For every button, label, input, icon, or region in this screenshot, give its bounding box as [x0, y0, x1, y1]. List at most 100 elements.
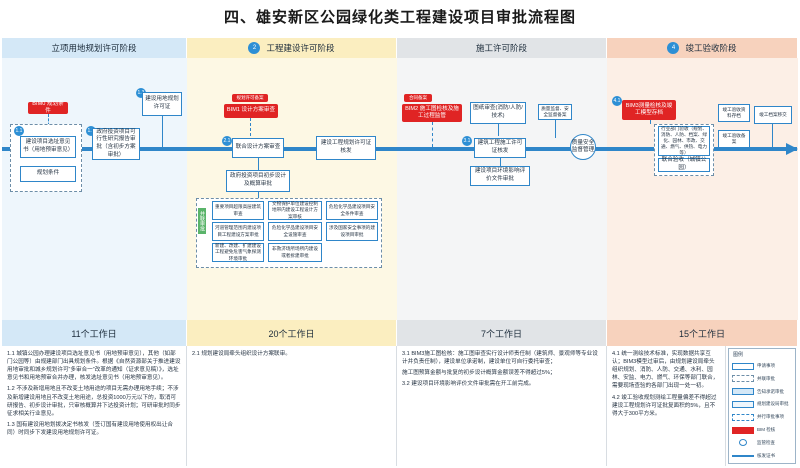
construction-permit-box[interactable]: 建筑工程施工许可证核发: [474, 138, 526, 158]
parallel-approval-item[interactable]: 新建、改建、扩建建设工程避免危害气象探测环境审批: [212, 243, 264, 262]
contract-filing-tag: 合同备案: [404, 94, 432, 102]
stage-header-3: 施工许可阶段: [397, 38, 607, 58]
connector-line: [48, 114, 49, 130]
preliminary-design-budget-box[interactable]: 政府投资项目初步设计及概算审批: [226, 170, 290, 192]
legend-label: 监管检查: [757, 439, 775, 445]
step-badge-1-2: 1.2: [86, 126, 96, 136]
legend: 图例 申请事项并联审批告知承诺审批规划建设局审批并行审批事项 BIM 检核监管检查…: [728, 348, 796, 464]
bim1-design-review[interactable]: BIM1 设计方案审查: [224, 104, 278, 118]
legend-item: 规划建设局审批: [732, 399, 796, 409]
legend-symbol-icon: [739, 439, 747, 447]
legend-label: 并行审批事项: [757, 414, 784, 420]
land-use-permit-box[interactable]: 建设用地规划许可证: [142, 92, 182, 116]
legend-symbol-icon: [732, 388, 754, 396]
completion-archive-box[interactable]: 竣工验收资料存档: [718, 104, 750, 122]
quality-safety-supervision-circle[interactable]: 质量安全监督管理: [570, 134, 596, 160]
feasibility-approval-box[interactable]: 政府投资项目可行性研究报告审批（含初步方案审批）: [92, 128, 140, 160]
completion-docs-box[interactable]: 竣工档案移交: [754, 106, 792, 124]
connector-line: [162, 116, 163, 147]
connector-line: [772, 124, 773, 147]
note-paragraph: 4.2 竣工验收规划测绘工程量偏差不得超过建设工程规划许可证批复面积的5%，且不…: [612, 394, 717, 417]
page-title: 四、雄安新区公园绿化类工程建设项目审批流程图: [223, 9, 576, 26]
note-paragraph: 2.1 规划建设局牵头组织设计方案联审。: [192, 351, 291, 357]
connector-line: [250, 118, 251, 136]
legend-label: BIM 检核: [757, 427, 776, 432]
connector-line: [258, 192, 259, 198]
legend-label: 规划建设局审批: [757, 401, 789, 407]
legend-item: 申请事项: [732, 361, 796, 371]
step-badge-1-1: 1.1: [14, 126, 24, 136]
stage-number-badge: 4: [667, 42, 680, 54]
environmental-assessment-box[interactable]: 建设项目环境影响评价文件审批: [470, 166, 530, 186]
parallel-approval-item[interactable]: 河道管理范围内建设项目工程建设方案审批: [212, 222, 264, 241]
bim2-construction-review[interactable]: BIM2 施工图检核及施工过程监管: [402, 104, 462, 122]
step-badge-1-3: 1.3: [136, 88, 146, 98]
stage-body-3: [397, 58, 607, 320]
connector-line: [555, 120, 556, 138]
parallel-approval-item[interactable]: 重要项目超限高层建筑审查: [212, 201, 264, 220]
connector-line: [500, 158, 501, 166]
note-paragraph: 3.1 BIM3施工图检核：施工图审查实行设计师责任制（建筑师、景观师等专业设计…: [402, 351, 598, 366]
time-header-1: 11个工作日: [2, 320, 187, 346]
sector-acceptance-box[interactable]: 行业部门验收（规划、消防、人防、档案、绿化、园林、市政、交通、燃气、供热、电力等…: [658, 126, 710, 156]
note-paragraph: 施工图预算金额与批复的初步设计概算金额误差不得超过5%；: [402, 370, 556, 377]
stage-header-1: 立项用地规划许可阶段: [2, 38, 187, 58]
legend-symbol-icon: [732, 454, 754, 457]
parallel-approval-item[interactable]: 危险化学品建设项目安全条件审查: [326, 201, 378, 220]
connector-line: [498, 124, 499, 136]
legend-symbol-icon: [732, 400, 754, 408]
planning-condition-box[interactable]: 规划条件: [20, 166, 76, 182]
stage-body-2: [187, 58, 397, 320]
stage-header-label: 施工许可阶段: [475, 43, 527, 53]
stage-header-label: 工程建设许可阶段: [266, 43, 335, 53]
stage-header-label: 竣工验收阶段: [685, 43, 737, 53]
legend-symbol-icon: [732, 426, 754, 434]
legend-item: 核发证书: [732, 451, 796, 461]
stage-body-4: [607, 58, 798, 320]
legend-symbol-icon: [732, 362, 754, 370]
time-header-3: 7个工作日: [397, 320, 607, 346]
note-paragraph: 1.1 城镇公园办理建设项目选址意见书（用地预审意见），其他（如部门公园等）由规…: [7, 351, 181, 382]
connector-line: [650, 120, 651, 124]
parallel-approval-item[interactable]: 危险化学品建设项目安全设施审查: [268, 222, 322, 241]
connector-line: [258, 158, 259, 170]
legend-symbol-icon: [732, 375, 754, 383]
joint-design-review-box[interactable]: 联合设计方案审查: [232, 138, 284, 158]
legend-item: BIM 检核: [732, 425, 796, 435]
parallel-approval-item[interactable]: 非救济场所场所内建设或者拆建审批: [268, 243, 322, 262]
completion-filing-box[interactable]: 竣工验收备案: [718, 130, 750, 148]
drawing-review-box[interactable]: 图纸审查(消防/人防/技术): [470, 102, 526, 124]
step-badge-4-1: 4.1: [612, 96, 622, 106]
joint-acceptance-box[interactable]: 联合验收（城镇公园）: [658, 157, 710, 172]
legend-label: 核发证书: [757, 452, 775, 458]
construction-planning-permit-box[interactable]: 建设工程规划许可证核发: [316, 136, 376, 160]
bim3-survey-archive[interactable]: BIM3测量检核及竣工模型存档: [622, 100, 676, 120]
legend-title: 图例: [733, 352, 744, 358]
notes-stage-1: 1.1 城镇公园办理建设项目选址意见书（用地预审意见），其他（如部门公园等）由规…: [2, 346, 187, 466]
main-flow-line: [2, 147, 797, 151]
note-paragraph: 1.3 国有建设用地划拨决定书核发（签订国有建设用地使用权出让合同）时同步下发建…: [7, 421, 173, 436]
quality-safety-filing-box[interactable]: 质量监督、安全监督备案: [538, 104, 572, 120]
legend-item: 并行审批事项: [732, 412, 796, 422]
notes-stage-2: 2.1 规划建设局牵头组织设计方案联审。: [187, 346, 397, 466]
stage-header-4: 4 竣工验收阶段: [607, 38, 798, 58]
site-selection-opinion-box[interactable]: 建设项目选址意见书（用地预审意见）: [20, 136, 76, 158]
legend-symbol-icon: [732, 413, 754, 421]
legend-label: 告知承诺审批: [757, 388, 784, 394]
note-paragraph: 3.2 建设项目环境影响评价文件审批需在开工前完成。: [402, 381, 535, 388]
step-badge-2-1: 2.1: [222, 136, 232, 146]
notes-stage-3: 3.1 BIM3施工图检核：施工图审查实行设计师责任制（建筑师、景观师等专业设计…: [397, 346, 607, 466]
notes-stage-4: 4.1 统一测绘技术标准，实现数据共享互认；BIM3模型过审后，由规划建设局牵头…: [607, 346, 726, 466]
stage-header-2: 2 工程建设许可阶段: [187, 38, 397, 58]
stage-header-label: 立项用地规划许可阶段: [51, 43, 137, 53]
note-paragraph: 4.1 统一测绘技术标准，实现数据共享互认；BIM3模型过审后，由规划建设局牵头…: [612, 351, 719, 390]
legend-label: 并联审批: [757, 375, 775, 381]
note-paragraph: 1.2 不涉及新增用地且不改变土地用途的项目无需办理用地手续；不涉及新增建设用地…: [7, 386, 181, 417]
parallel-approval-item[interactable]: 文物保护单位建设控制地带内建设工程设计方案审核: [268, 201, 322, 220]
time-header-2: 20个工作日: [187, 320, 397, 346]
parallel-approval-item[interactable]: 涉及国家安全事项的建设项目审批: [326, 222, 378, 241]
bim0-planning-condition[interactable]: BIM0 规划条件: [28, 101, 68, 114]
legend-item: 告知承诺审批: [732, 387, 796, 397]
legend-item: 并联审批: [732, 374, 796, 384]
time-header-4: 15个工作日: [607, 320, 798, 346]
